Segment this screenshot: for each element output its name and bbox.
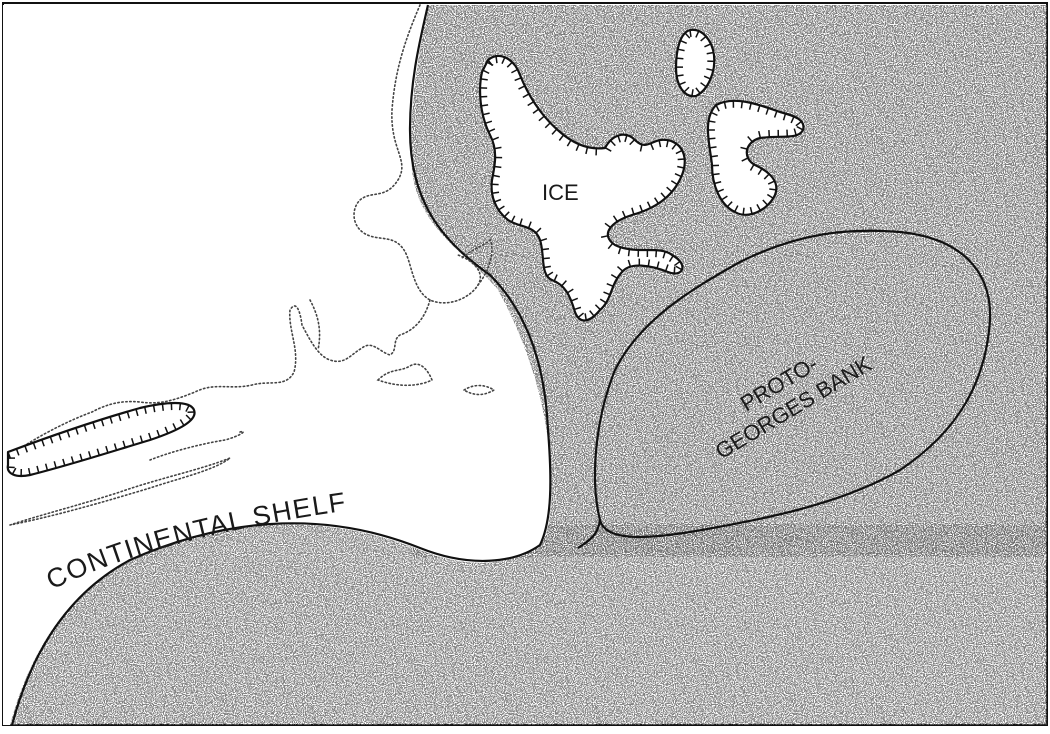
hachure-tick <box>481 79 488 80</box>
hachure-tick <box>542 249 549 250</box>
hachure-tick <box>492 192 499 193</box>
hachure-tick <box>585 313 586 320</box>
hachure-tick <box>674 267 675 274</box>
hachure-tick <box>743 208 744 215</box>
hachure-tick <box>481 105 488 106</box>
hachure-tick <box>769 189 776 190</box>
hachure-tick <box>710 147 717 148</box>
label-ice: ICE <box>542 180 579 205</box>
hachure-tick <box>677 75 684 76</box>
hachure-tick <box>543 258 550 259</box>
hachure-tick <box>629 249 630 256</box>
hachure-tick <box>494 167 501 168</box>
hachure-tick <box>496 56 497 63</box>
hachure-tick <box>162 404 163 411</box>
hachure-tick <box>690 30 691 37</box>
hachure-tick <box>711 156 718 157</box>
hachure-tick <box>713 174 720 175</box>
hachure-tick <box>676 58 683 59</box>
hachure-tick <box>741 101 742 108</box>
hachure-tick <box>708 138 715 139</box>
hachure-tick <box>678 159 685 160</box>
hachure-tick <box>180 403 181 410</box>
